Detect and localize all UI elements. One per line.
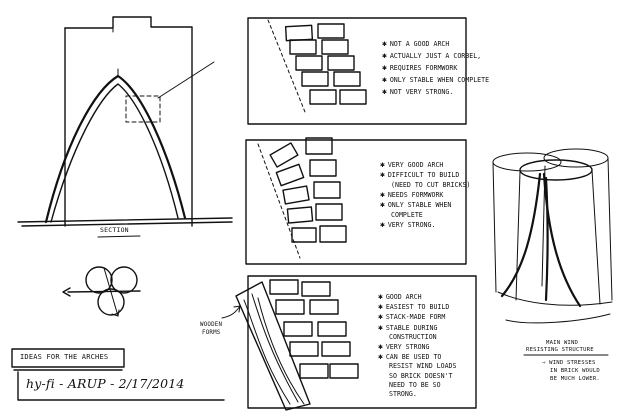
panel-1 <box>247 17 467 125</box>
panel-3-note: STACK-MADE FORM <box>385 313 446 322</box>
panel-1-note: REQUIRES FORMWORK <box>389 64 458 72</box>
panel-3-notes: ✱GOOD ARCH ✱EASIEST TO BUILD ✱STACK-MADE… <box>378 292 457 399</box>
section-label: SECTION <box>100 226 129 234</box>
panel-2-note: DIFFICULT TO BUILD <box>387 171 460 179</box>
wind-note-1: ⇒ WIND STRESSES <box>542 360 596 366</box>
signature: hy-fi - ARUP - 2/17/2014 <box>26 376 185 391</box>
panel-1-note: ONLY STABLE WHEN COMPLETE <box>389 76 490 84</box>
panel-3-note: RESIST WIND LOADS <box>389 362 457 371</box>
panel-3-note: SO BRICK DOESN'T <box>389 371 453 380</box>
panel-1-note: ACTUALLY JUST A CORBEL, <box>389 52 482 60</box>
panel-2-note: VERY GOOD ARCH <box>387 161 444 169</box>
panel-3 <box>221 275 477 411</box>
panel-3-note: VERY STRONG <box>385 343 430 352</box>
panel-1-note: NOT A GOOD ARCH <box>389 40 450 48</box>
panel-2-note: COMPLETE <box>391 211 423 219</box>
wind-note-3: BE MUCH LOWER. <box>550 376 600 382</box>
panel-3-note: NEED TO BE SO <box>389 380 441 389</box>
wind-note-2: IN BRICK WOULD <box>550 368 600 374</box>
panel-2-notes: ✱VERY GOOD ARCH ✱DIFFICULT TO BUILD (NEE… <box>380 160 471 229</box>
title-box <box>11 348 125 368</box>
main-wind-label-1: MAIN WIND <box>546 340 579 346</box>
panel-3-note: CAN BE USED TO <box>385 353 442 362</box>
section-drawing <box>17 16 233 238</box>
panel-3-note: CONSTRUCTION <box>389 332 437 341</box>
panel-2-note: (NEED TO CUT BRICKS) <box>391 181 471 189</box>
panel-2-note: VERY STRONG. <box>387 221 436 229</box>
wooden-forms-label-2: FORMS <box>202 330 221 336</box>
panel-1-note: NOT VERY STRONG. <box>389 88 454 96</box>
plan-circles <box>62 266 141 317</box>
panel-2-note: ONLY STABLE WHEN <box>387 201 452 209</box>
panel-3-note: STRONG. <box>389 390 417 399</box>
wooden-forms-label-1: WOODEN <box>200 322 223 328</box>
panel-2 <box>245 137 467 265</box>
main-wind-label-2: RESISTING STRUCTURE <box>526 347 594 353</box>
panel-3-note: EASIEST TO BUILD <box>385 303 450 312</box>
title-box-text: IDEAS FOR THE ARCHES <box>20 353 109 361</box>
perspective-drawing <box>492 148 613 324</box>
panel-2-note: NEEDS FORMWORK <box>387 191 444 199</box>
panel-3-note: GOOD ARCH <box>385 293 422 301</box>
panel-3-note: STABLE DURING <box>385 323 438 332</box>
panel-1-notes: ✱NOT A GOOD ARCH ✱ACTUALLY JUST A CORBEL… <box>382 39 490 96</box>
